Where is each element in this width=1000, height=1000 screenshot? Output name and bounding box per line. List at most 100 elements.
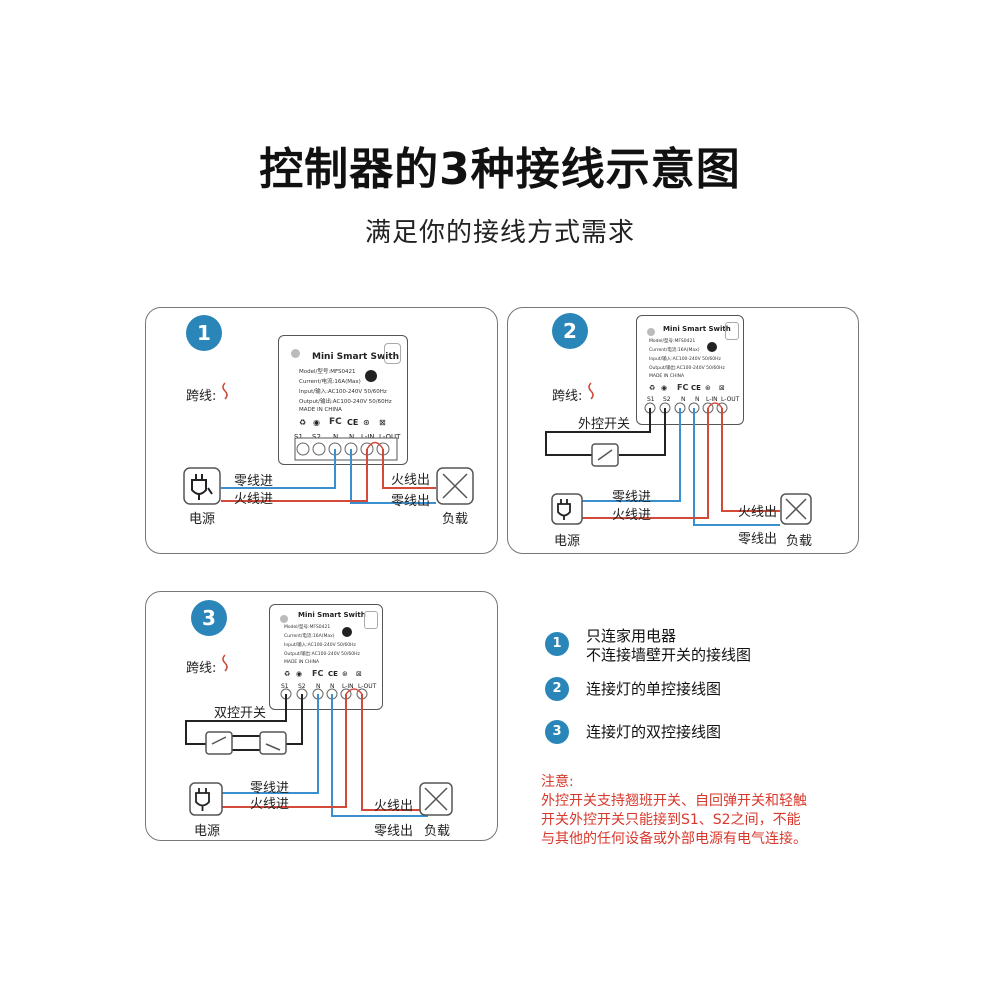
jumper-label: 跨线: <box>186 661 217 676</box>
neutral-out-label: 零线出 <box>738 532 778 547</box>
device-name: Mini Smart Swith <box>312 352 400 362</box>
legend-badge-1: 1 <box>545 632 569 656</box>
note-line-1: 外控开关支持翘班开关、自回弹开关和轻触 <box>541 793 807 809</box>
device-indicator-icon <box>647 328 655 336</box>
tuv-icon: ◉ <box>313 418 320 427</box>
device-made-in: MADE IN CHINA <box>299 407 342 413</box>
neutral-in-label: 零线进 <box>612 490 652 505</box>
legend-item-2: 连接灯的单控接线图 <box>586 680 722 698</box>
legend-item-3: 连接灯的双控接线图 <box>586 723 722 741</box>
rohs-icon: ⊛ <box>363 418 370 427</box>
panel-number-badge: 2 <box>552 313 588 349</box>
rohs-icon: ⊛ <box>342 670 348 678</box>
device-logo-icon <box>707 342 717 352</box>
device-current: Current/电流:16A(Max) <box>649 348 700 353</box>
rohs-icon: ⊛ <box>705 384 711 392</box>
wiring-diagram-3 <box>185 688 453 817</box>
terminal-label-lout: L-OUT <box>721 396 740 403</box>
bin-icon: ⊠ <box>719 384 725 392</box>
wiring-diagram-1 <box>183 437 474 505</box>
diagram-panel-1: 1 跨线: Mini Smart Swith Model/型号:MFS0421 … <box>145 307 498 554</box>
device-model: Model/型号:MFS0421 <box>284 625 331 630</box>
legend-item-1-line2: 不连接墙壁开关的接线图 <box>586 646 752 664</box>
jumper-mark <box>588 382 594 400</box>
jumper-label: 跨线: <box>552 389 583 404</box>
terminal-label-lin: L-IN <box>706 396 718 403</box>
tuv-icon: ◉ <box>661 384 668 392</box>
load-label: 负载 <box>424 824 451 839</box>
device-current: Current/电流:16A(Max) <box>284 634 335 639</box>
page-title: 控制器的3种接线示意图 <box>259 144 741 195</box>
live-out-label: 火线出 <box>391 473 431 488</box>
bin-icon: ⊠ <box>379 418 386 427</box>
device-input: Input/输入:AC100-240V 50/60Hz <box>649 357 721 362</box>
load-label: 负载 <box>786 534 813 549</box>
terminal-label-n1: N <box>681 396 686 403</box>
terminal-label-s2: S2 <box>312 433 321 441</box>
device-logo-icon <box>365 370 377 382</box>
device-input: Input/输入:AC100-240V 50/60Hz <box>284 643 356 648</box>
ce-icon: CE <box>691 384 701 392</box>
device-button-icon <box>384 343 401 364</box>
terminal-label-s1: S1 <box>281 683 289 690</box>
recycle-icon: ♻ <box>299 418 307 427</box>
terminal-label-lout: L-OUT <box>379 433 401 441</box>
terminal-label-lout: L-OUT <box>358 683 377 690</box>
wiring-diagram-2 <box>545 402 812 526</box>
power-label: 电源 <box>554 534 581 549</box>
jumper-mark <box>222 382 228 400</box>
ce-icon: CE <box>347 418 359 427</box>
live-in-label: 火线进 <box>234 492 274 507</box>
terminal-label-n2: N <box>330 683 335 690</box>
power-label: 电源 <box>189 512 216 527</box>
device-button-icon <box>725 322 739 340</box>
live-out-label: 火线出 <box>374 799 414 814</box>
legend-badge-3: 3 <box>545 720 569 744</box>
dual-switch-label: 双控开关 <box>214 706 267 721</box>
device-indicator-icon <box>280 615 288 623</box>
terminal-label-s2: S2 <box>663 396 671 403</box>
neutral-in-label: 零线进 <box>250 781 290 796</box>
terminal-label-n1: N <box>333 433 339 441</box>
device-logo-icon <box>342 627 352 637</box>
terminal-label-n2: N <box>349 433 355 441</box>
note-line-2: 开关外控开关只能接到S1、S2之间，不能 <box>541 812 801 828</box>
terminal-label-s1: S1 <box>294 433 303 441</box>
fc-cert-icon: FC <box>312 669 324 678</box>
fc-cert-icon: FC <box>329 417 342 427</box>
diagram-panel-2: 2 跨线: Mini Smart Swith Model/型号:MFS0421 … <box>507 307 859 554</box>
device-input: Input/输入:AC100-240V 50/60Hz <box>299 389 387 395</box>
terminal-label-s2: S2 <box>298 683 306 690</box>
terminal-label-n2: N <box>695 396 700 403</box>
live-out-label: 火线出 <box>738 505 778 520</box>
live-in-label: 火线进 <box>250 797 290 812</box>
device-output: Output/输出:AC100-240V 50/60Hz <box>299 399 392 405</box>
device-model: Model/型号:MFS0421 <box>299 369 356 375</box>
recycle-icon: ♻ <box>284 670 291 678</box>
cert-icons-row: ♻ ◉ CE ⊛ ⊠ <box>649 384 729 394</box>
note-heading: 注意: <box>541 774 574 790</box>
device-made-in: MADE IN CHINA <box>284 660 320 665</box>
legend-item-1-line1: 只连家用电器 <box>586 627 677 645</box>
cert-icons-row: ♻ ◉ CE ⊛ ⊠ <box>299 418 389 428</box>
recycle-icon: ♻ <box>649 384 656 392</box>
diagram-panel-3: 3 跨线: Mini Smart Swith Model/型号:MFS0421 … <box>145 591 498 841</box>
note-line-3: 与其他的任何设备或外部电源有电气连接。 <box>541 831 807 847</box>
device-current: Current/电流:16A(Max) <box>299 379 361 385</box>
neutral-out-label: 零线出 <box>374 824 414 839</box>
live-in-label: 火线进 <box>612 508 652 523</box>
neutral-in-label: 零线进 <box>234 474 274 489</box>
power-label: 电源 <box>194 824 221 839</box>
terminal-label-n1: N <box>316 683 321 690</box>
ce-icon: CE <box>328 670 338 678</box>
device-button-icon <box>364 611 378 629</box>
page-subtitle: 满足你的接线方式需求 <box>364 218 635 248</box>
device-indicator-icon <box>291 349 300 358</box>
device-model: Model/型号:MFS0421 <box>649 339 696 344</box>
jumper-mark <box>222 654 228 672</box>
device-output: Output/输出:AC100-240V 50/60Hz <box>649 366 725 371</box>
device-name: Mini Smart Swith <box>663 325 731 333</box>
external-switch-label: 外控开关 <box>578 417 631 432</box>
terminal-label-s1: S1 <box>647 396 655 403</box>
device-output: Output/输出:AC100-240V 50/60Hz <box>284 652 360 657</box>
